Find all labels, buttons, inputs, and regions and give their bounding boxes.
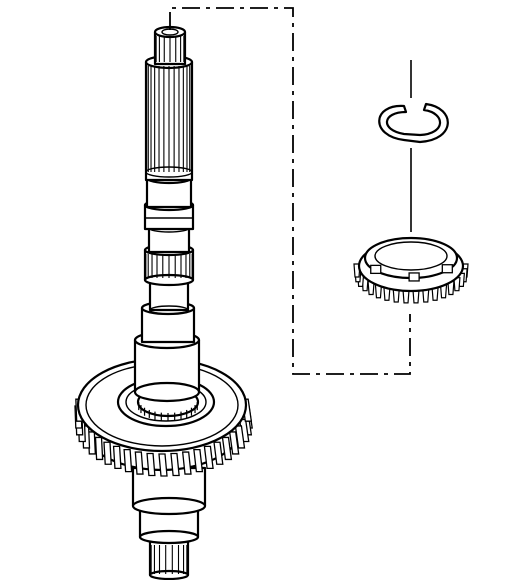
gear-tooth: [123, 449, 133, 473]
gear-tooth: [146, 452, 156, 477]
sync-notch: [441, 264, 453, 274]
assembly-leader-lines: [169, 7, 412, 375]
gear-tooth: [112, 445, 122, 470]
gear-tooth: [193, 449, 204, 473]
sync-notch: [408, 272, 420, 282]
gear-tooth: [203, 445, 214, 470]
gear-tooth: [228, 431, 240, 455]
shaft-lower-journal: [131, 466, 207, 545]
synchronizer-ring: [353, 236, 469, 304]
sync-notch: [370, 264, 382, 275]
snap-ring: [378, 102, 449, 144]
gear-tooth: [221, 436, 233, 461]
gear-tooth: [103, 441, 112, 465]
gear-tooth: [170, 452, 180, 477]
shaft-upper-body: [133, 25, 201, 403]
gear-tooth: [94, 436, 104, 461]
gear-tooth: [134, 451, 144, 475]
gear-tooth: [181, 451, 192, 475]
gear-tooth: [213, 441, 224, 465]
main-shaft: [74, 25, 253, 580]
gear-tooth: [158, 453, 168, 477]
